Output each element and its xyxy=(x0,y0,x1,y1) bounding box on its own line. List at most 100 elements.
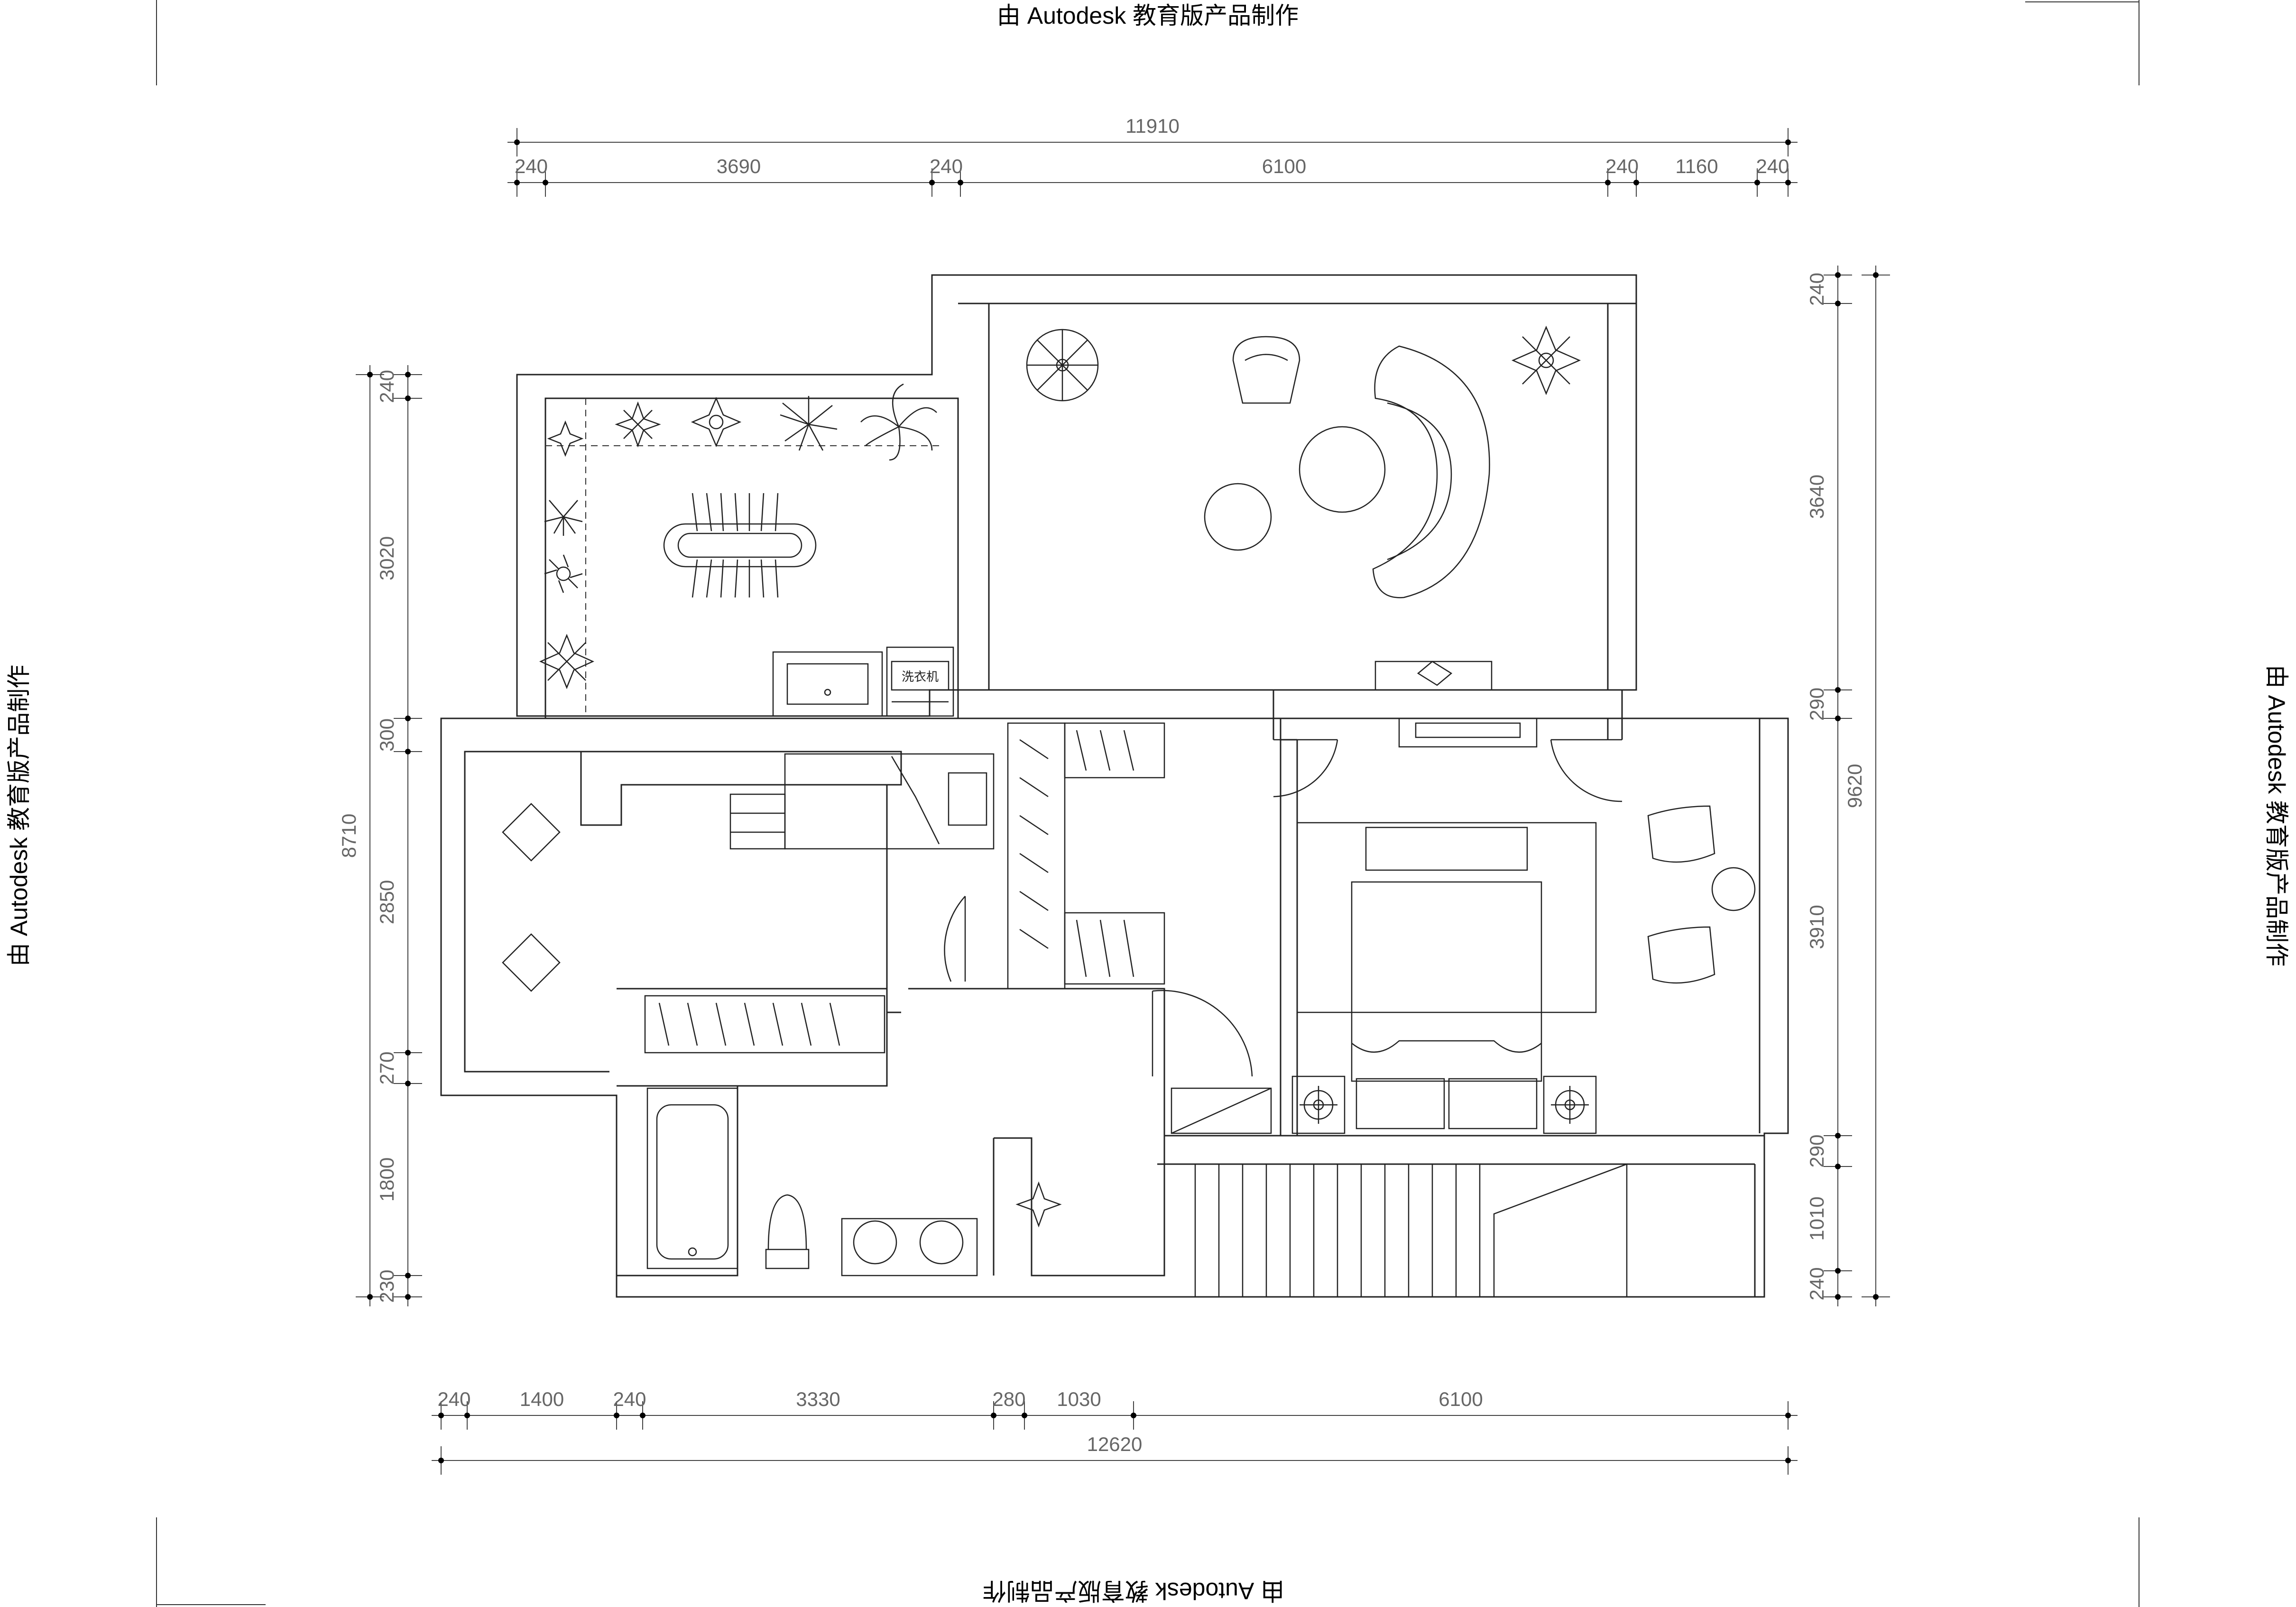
dim-top-label: 240 xyxy=(1756,155,1789,177)
armchair-bedroom-1 xyxy=(1647,805,1715,863)
dim-top-dot xyxy=(1633,180,1639,185)
dim-top-dot xyxy=(1754,180,1760,185)
page-frame xyxy=(156,0,2139,1607)
dim-left-label: 3020 xyxy=(376,536,398,580)
dim-left-total-dot xyxy=(367,1294,373,1300)
dim-bottom-dot xyxy=(640,1413,645,1418)
dim-left-dot xyxy=(405,1294,411,1300)
door-master-right xyxy=(1550,739,1623,802)
side-plant-wheel xyxy=(1026,329,1099,402)
dim-top-label: 240 xyxy=(1605,155,1639,177)
dim-left-dot xyxy=(405,716,411,721)
door-closet xyxy=(944,896,966,982)
dim-top-label: 6100 xyxy=(1262,155,1306,177)
dim-left-dot xyxy=(405,1273,411,1278)
dim-right-dot xyxy=(1835,301,1841,306)
door-bedroom xyxy=(1152,990,1253,1077)
dim-bottom-dot xyxy=(438,1413,444,1418)
wardrobe-hall xyxy=(644,995,885,1054)
washing-machine: 洗衣机 xyxy=(886,646,954,717)
terrace-dining-table xyxy=(663,493,817,598)
armchair-bedroom-2 xyxy=(1647,926,1715,984)
dim-right-total-dot xyxy=(1873,1294,1879,1300)
dim-left-dot xyxy=(405,749,411,754)
dim-bottom-total-dot xyxy=(1785,1458,1791,1463)
watermark-top: 由 Autodesk 教育版产品制作 xyxy=(996,2,1299,29)
dim-bottom-label: 1400 xyxy=(520,1388,564,1410)
wardrobe-vertical xyxy=(1007,722,1066,990)
single-bed xyxy=(784,753,995,850)
dim-bottom-label: 3330 xyxy=(796,1388,840,1410)
dim-bottom-total-dot xyxy=(438,1458,444,1463)
washer-label: 洗衣机 xyxy=(902,670,939,684)
dim-right-total-label: 9620 xyxy=(1844,764,1866,808)
dim-left-label: 2850 xyxy=(376,880,398,924)
cushion-2 xyxy=(502,933,561,992)
dim-top-label: 1160 xyxy=(1675,155,1718,177)
dim-bottom-label: 240 xyxy=(613,1388,646,1410)
dim-bottom-label: 240 xyxy=(437,1388,470,1410)
dim-bottom-dot xyxy=(464,1413,470,1418)
dim-left-label: 270 xyxy=(376,1051,398,1084)
staircase xyxy=(1194,1163,1755,1297)
dim-top-dot xyxy=(1605,180,1611,185)
nightstand-right xyxy=(1543,1075,1597,1134)
dim-right-dot xyxy=(1835,687,1841,693)
dim-left-label: 1800 xyxy=(376,1157,398,1202)
dim-right-label: 3910 xyxy=(1806,905,1828,949)
dim-left-dot xyxy=(405,395,411,401)
dim-bottom-dot xyxy=(991,1413,996,1418)
dim-bottom-label: 1030 xyxy=(1057,1388,1101,1410)
dim-bottom-label: 280 xyxy=(992,1388,1025,1410)
dim-right-total-dot xyxy=(1873,272,1879,278)
curved-sofa xyxy=(1372,345,1490,598)
dim-top-dot xyxy=(929,180,935,185)
nightstand-left xyxy=(1291,1075,1346,1134)
dim-bottom-dot xyxy=(1131,1413,1136,1418)
wardrobe-mid xyxy=(1064,912,1165,985)
double-bed xyxy=(1351,826,1542,1129)
potted-plant-9 xyxy=(1511,325,1581,395)
armchair-living xyxy=(1232,336,1300,404)
potted-plant-8 xyxy=(539,634,595,689)
tv-console xyxy=(1374,661,1538,748)
dim-right-label: 290 xyxy=(1806,688,1828,721)
dim-right-dot xyxy=(1835,1133,1841,1139)
dim-left-total-label: 8710 xyxy=(338,814,360,858)
dim-top-dot xyxy=(958,180,963,185)
potted-plant-6 xyxy=(544,500,583,536)
dim-right-dot xyxy=(1835,1164,1841,1169)
dim-left-label: 230 xyxy=(376,1269,398,1303)
potted-plant-5 xyxy=(547,420,584,457)
dim-top-dot xyxy=(1785,180,1791,185)
dim-right-label: 240 xyxy=(1806,1267,1828,1300)
wardrobe-top xyxy=(1064,722,1165,779)
coffee-table-small xyxy=(1204,483,1272,551)
dim-bottom-total-label: 12620 xyxy=(1087,1433,1143,1455)
dim-right-dot xyxy=(1835,716,1841,721)
potted-plant-2 xyxy=(691,396,742,448)
rug xyxy=(1296,822,1597,1013)
dim-top-label: 240 xyxy=(930,155,963,177)
dim-right-label: 240 xyxy=(1806,273,1828,306)
dim-left-label: 300 xyxy=(376,718,398,752)
dim-bottom-dot xyxy=(614,1413,619,1418)
potted-plant-7 xyxy=(544,554,583,593)
dim-top-label: 240 xyxy=(515,155,548,177)
potted-plant-1 xyxy=(615,401,661,448)
dim-right-dot xyxy=(1835,1268,1841,1274)
bathtub xyxy=(646,1087,738,1269)
walls xyxy=(440,274,1789,1298)
dim-left-dot xyxy=(405,372,411,377)
potted-plant-10 xyxy=(1015,1181,1062,1228)
closet-shelf xyxy=(1171,1087,1272,1134)
dim-right-label: 3640 xyxy=(1806,475,1828,519)
dim-bottom-dot xyxy=(1022,1413,1027,1418)
dim-left-dot xyxy=(405,1081,411,1086)
dim-bottom-label: 6100 xyxy=(1438,1388,1483,1410)
utility-sink xyxy=(772,651,883,717)
dim-left-dot xyxy=(405,1050,411,1056)
dim-right-dot xyxy=(1835,1294,1841,1300)
